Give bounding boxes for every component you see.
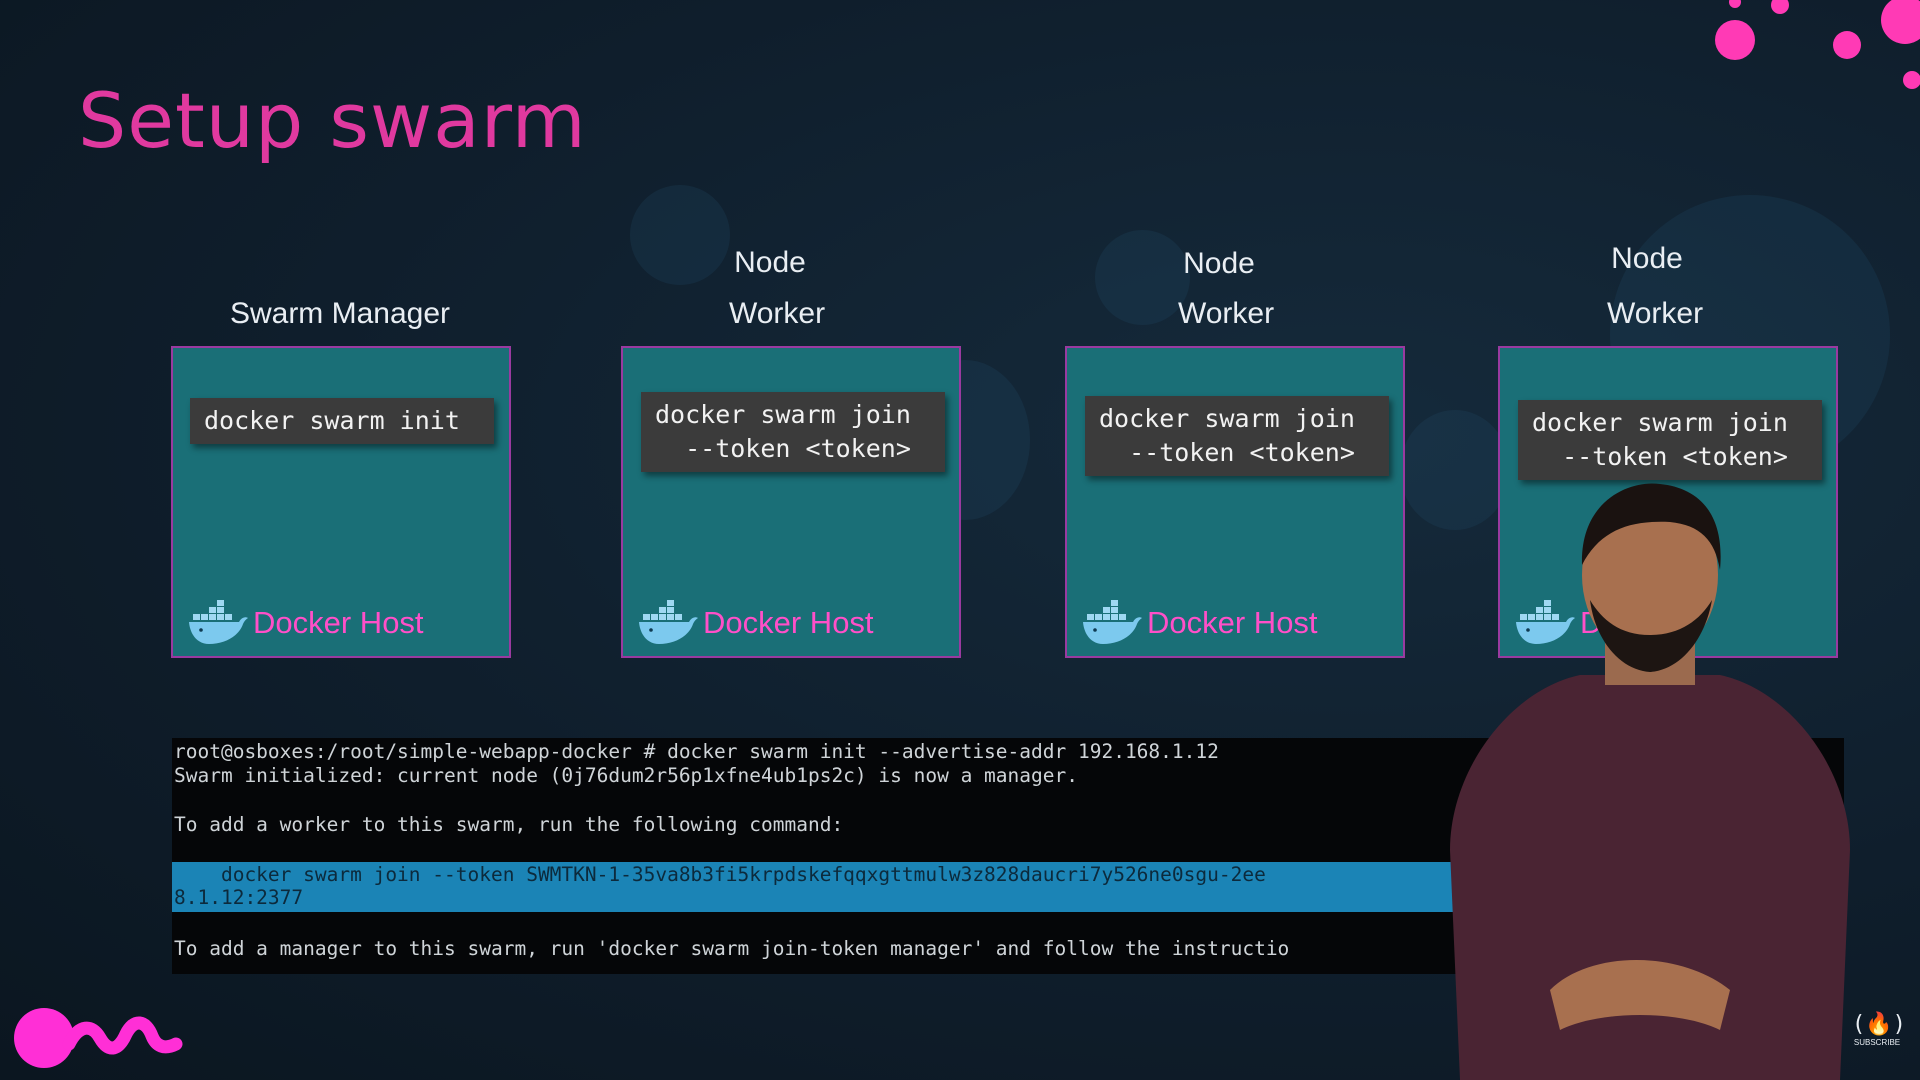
docker-host-footer: Docker Host [637, 600, 874, 646]
docker-whale-icon [1516, 600, 1575, 644]
docker-whale-icon [189, 600, 248, 644]
terminal-line: To add a manager to this swarm, run 'doc… [174, 937, 1290, 960]
docker-host-text: Docker Host [253, 605, 424, 640]
slide-title: Setup swarm [78, 76, 587, 165]
decor-blob [630, 185, 730, 285]
host-label-line1: Node [1611, 242, 1683, 275]
channel-logo-glyph: (🔥) [1852, 1012, 1906, 1037]
docker-whale-icon [639, 600, 698, 644]
subscribe-label: SUBSCRIBE [1853, 1038, 1901, 1047]
terminal-line: root@osboxes:/root/simple-webapp-docker … [174, 740, 1219, 763]
docker-host-worker: docker swarm join --token <token> Do [1498, 346, 1838, 658]
host-label-line2: Worker [728, 297, 826, 330]
freecodecamp-logo-icon[interactable]: (🔥) SUBSCRIBE [1852, 1012, 1906, 1060]
host-label-line1: Node [1183, 247, 1255, 280]
docker-host-worker: docker swarm join --token <token> Docker… [1065, 346, 1405, 658]
command-box: docker swarm join --token <token> [1085, 396, 1389, 476]
docker-host-text: Docker Host [1147, 605, 1318, 640]
terminal-line: docker swarm join --token SWMTKN-1-35va8… [174, 863, 1266, 886]
docker-host-manager: docker swarm init Docker Host [171, 346, 511, 658]
docker-host-footer: Docker Host [187, 600, 424, 646]
terminal-line: Swarm initialized: current node (0j76dum… [174, 764, 1078, 787]
command-box: docker swarm init [190, 398, 494, 444]
decor-blob [1095, 230, 1190, 325]
terminal-line: To add a worker to this swarm, run the f… [174, 813, 844, 836]
decor-dots [1715, 0, 1920, 89]
docker-whale-icon [1083, 600, 1142, 644]
host-label-line2: Worker [1177, 297, 1275, 330]
brand-wave-logo [14, 1008, 183, 1068]
command-box: docker swarm join --token <token> [1518, 400, 1822, 480]
docker-host-text: Docker Host [703, 605, 874, 640]
presenter-figure [1450, 483, 1850, 1080]
docker-host-footer: Docker Host [1081, 600, 1318, 646]
docker-host-worker: docker swarm join --token <token> Docker… [621, 346, 961, 658]
host-label-line1: Node [734, 246, 806, 279]
host-label-line2: Swarm Manager [229, 297, 451, 330]
terminal-line: 8.1.12:2377 [174, 886, 304, 909]
terminal-output: root@osboxes:/root/simple-webapp-docker … [172, 738, 1844, 974]
host-label-line2: Worker [1606, 297, 1704, 330]
command-box: docker swarm join --token <token> [641, 392, 945, 472]
decor-blob [1400, 410, 1510, 530]
